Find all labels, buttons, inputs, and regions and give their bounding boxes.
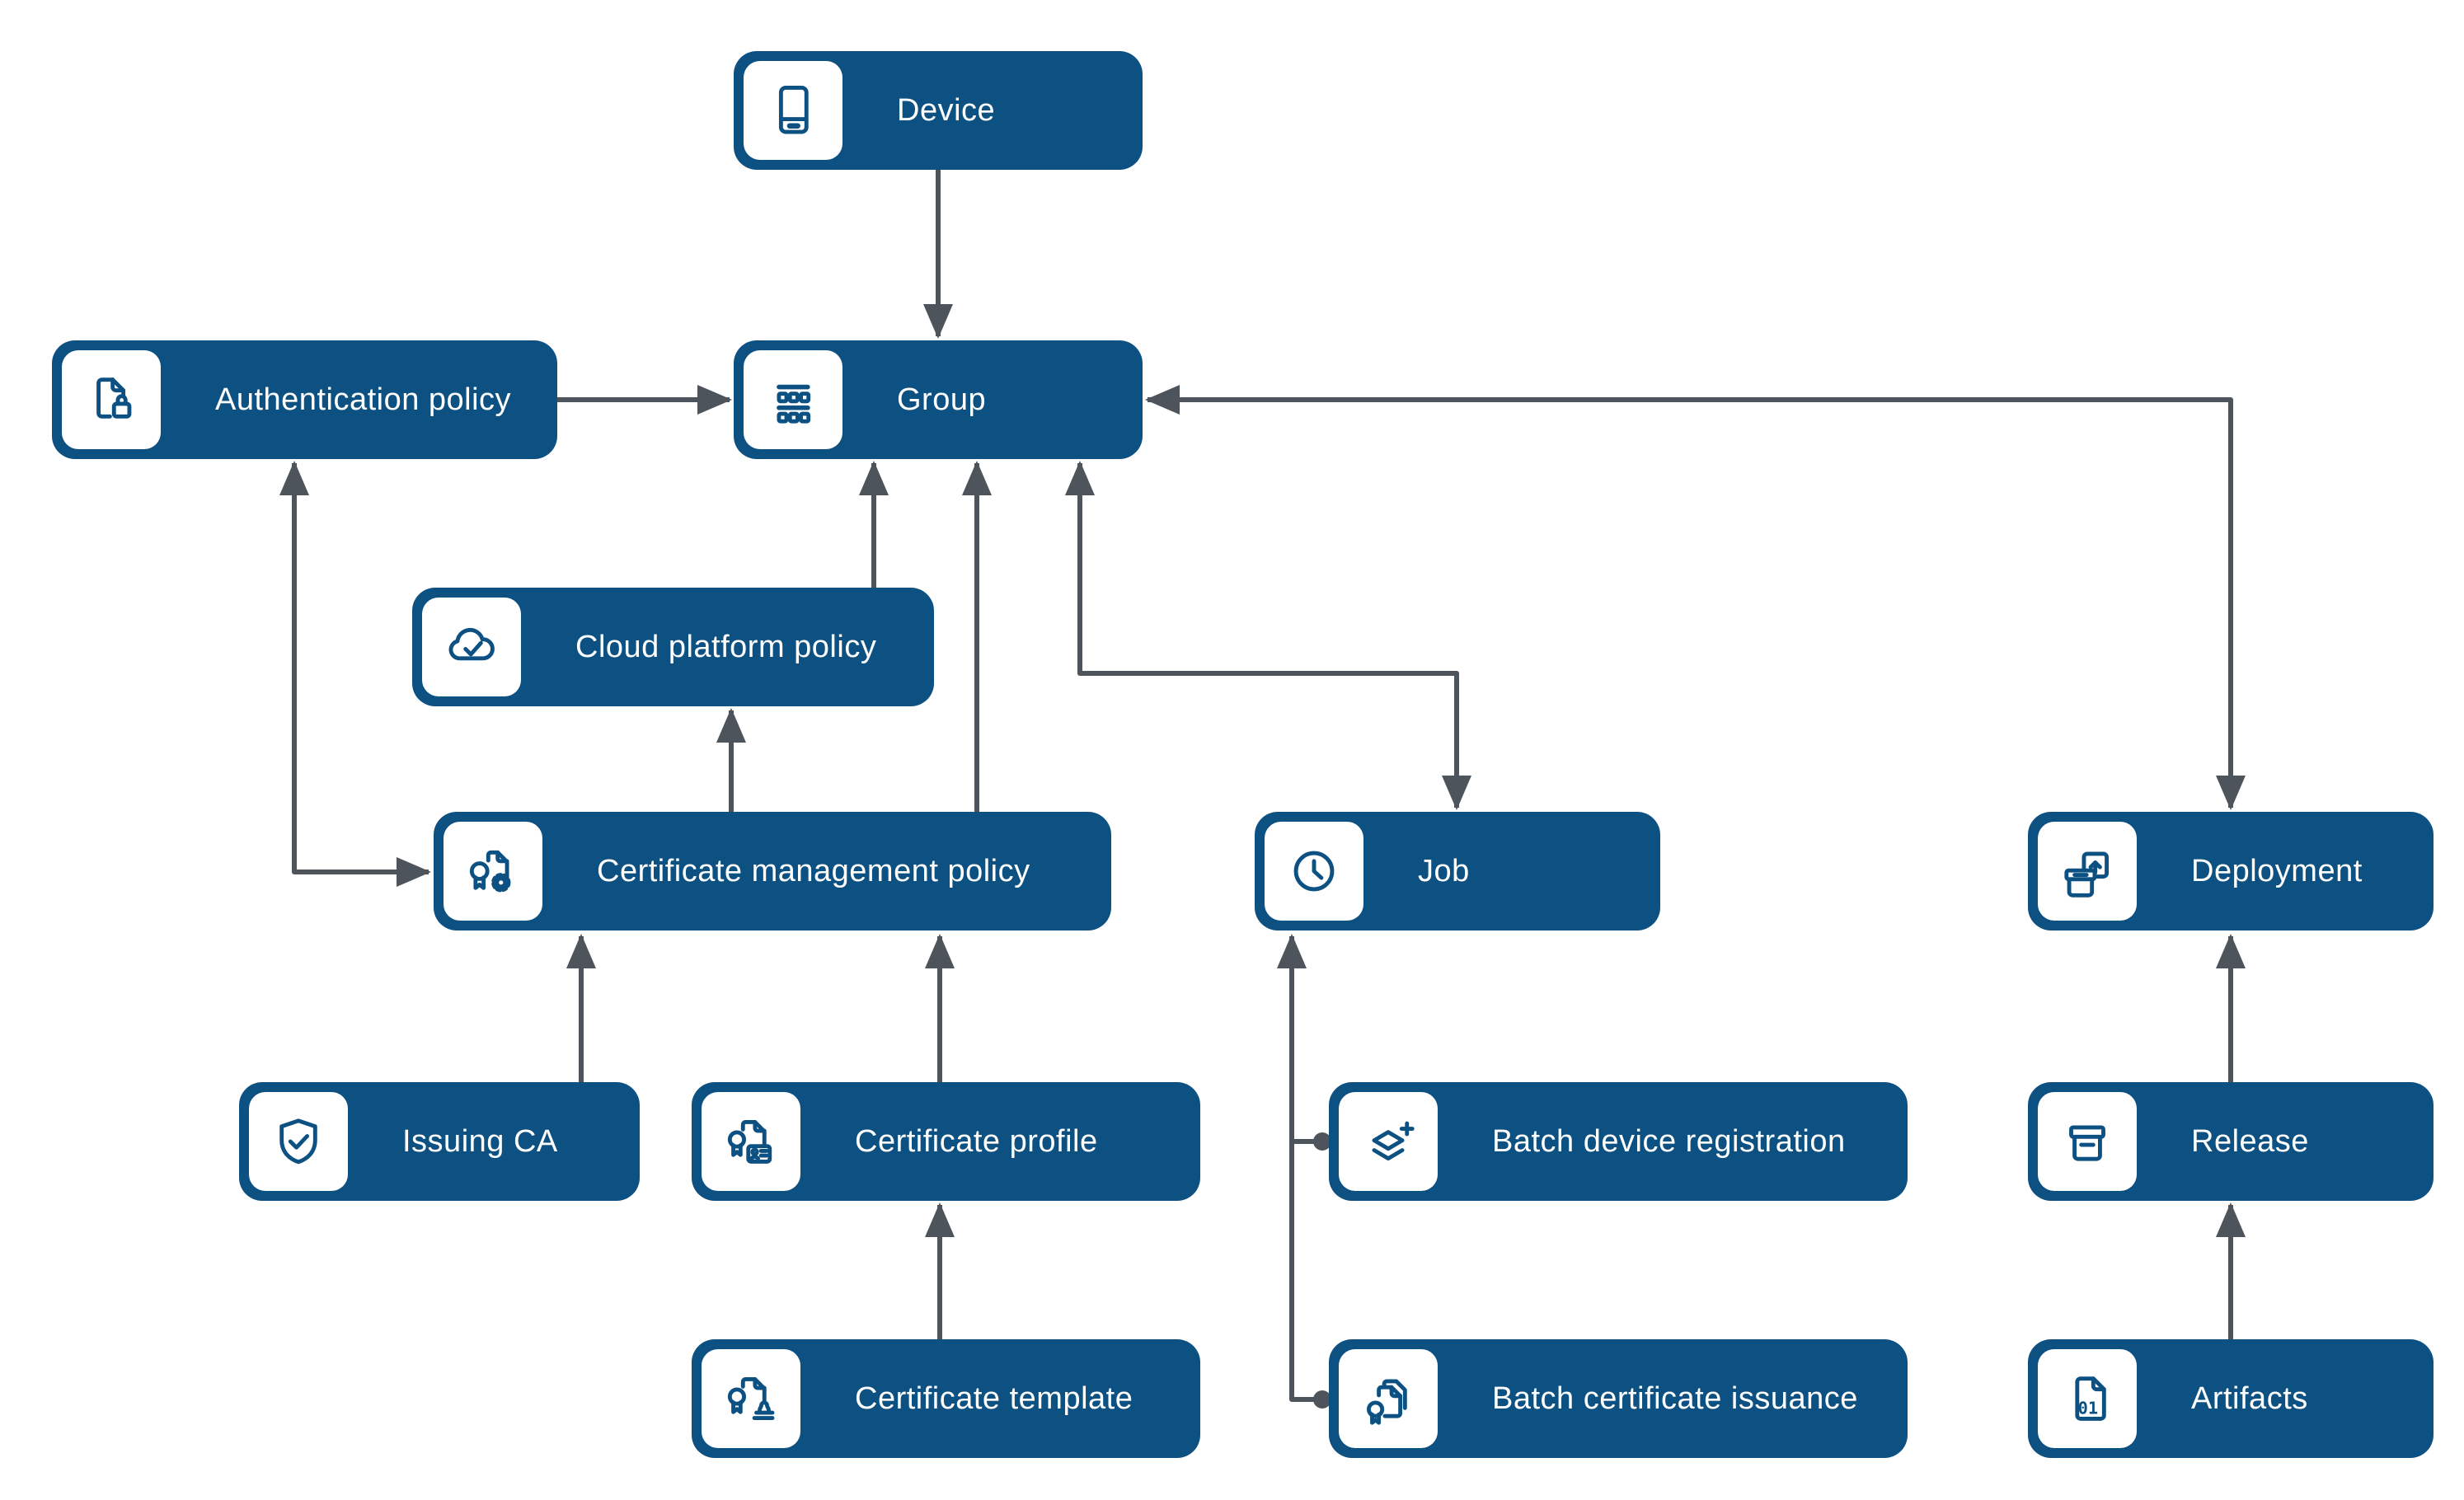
certificate-stamp-icon xyxy=(702,1349,800,1448)
shield-check-icon xyxy=(249,1092,348,1191)
node-batch-device-registration: Batch device registration xyxy=(1329,1082,1908,1201)
node-job: Job xyxy=(1255,812,1660,930)
document-lock-icon xyxy=(62,350,161,449)
layers-plus-icon xyxy=(1339,1092,1438,1191)
node-label: Deployment xyxy=(2191,853,2363,888)
node-authentication-policy: Authentication policy xyxy=(52,340,557,459)
node-cloud-platform-policy: Cloud platform policy xyxy=(412,588,934,706)
device-icon xyxy=(744,61,842,160)
certificate-id-card-icon xyxy=(702,1092,800,1191)
node-label: Job xyxy=(1418,853,1470,888)
edge-certmgmt-authpolicy xyxy=(279,461,431,887)
node-certificate-management-policy: Certificate management policy xyxy=(434,812,1111,930)
node-certificate-profile: Certificate profile xyxy=(692,1082,1200,1201)
node-label: Authentication policy xyxy=(215,382,512,417)
node-release: Release xyxy=(2028,1082,2433,1201)
certificate-gear-icon xyxy=(444,822,542,921)
node-artifacts: 01 Artifacts xyxy=(2028,1339,2433,1458)
node-label: Artifacts xyxy=(2191,1380,2308,1416)
node-label: Batch device registration xyxy=(1492,1123,1846,1159)
node-label: Issuing CA xyxy=(402,1123,558,1159)
svg-text:01: 01 xyxy=(2078,1399,2098,1418)
node-label: Certificate profile xyxy=(855,1123,1098,1159)
edge-batch-job xyxy=(1277,934,1320,1402)
node-label: Group xyxy=(897,382,987,417)
node-label: Cloud platform policy xyxy=(575,629,877,664)
binary-file-icon: 01 xyxy=(2038,1349,2137,1448)
group-grid-icon xyxy=(744,350,842,449)
node-label: Device xyxy=(897,92,996,128)
node-label: Certificate management policy xyxy=(597,853,1030,888)
node-certificate-template: Certificate template xyxy=(692,1339,1200,1458)
clock-icon xyxy=(1265,822,1363,921)
node-label: Release xyxy=(2191,1123,2309,1159)
node-deployment: Deployment xyxy=(2028,812,2433,930)
node-batch-certificate-issuance: Batch certificate issuance xyxy=(1329,1339,1908,1458)
node-group: Group xyxy=(734,340,1143,459)
node-label: Batch certificate issuance xyxy=(1492,1380,1858,1416)
certificate-stack-icon xyxy=(1339,1349,1438,1448)
node-label: Certificate template xyxy=(855,1380,1133,1416)
deploy-box-icon xyxy=(2038,822,2137,921)
edge-group-deployment xyxy=(1145,385,2246,810)
storage-box-icon xyxy=(2038,1092,2137,1191)
edge-group-job xyxy=(1065,461,1471,810)
cloud-check-icon xyxy=(422,598,521,696)
node-device: Device xyxy=(734,51,1143,170)
node-issuing-ca: Issuing CA xyxy=(239,1082,640,1201)
